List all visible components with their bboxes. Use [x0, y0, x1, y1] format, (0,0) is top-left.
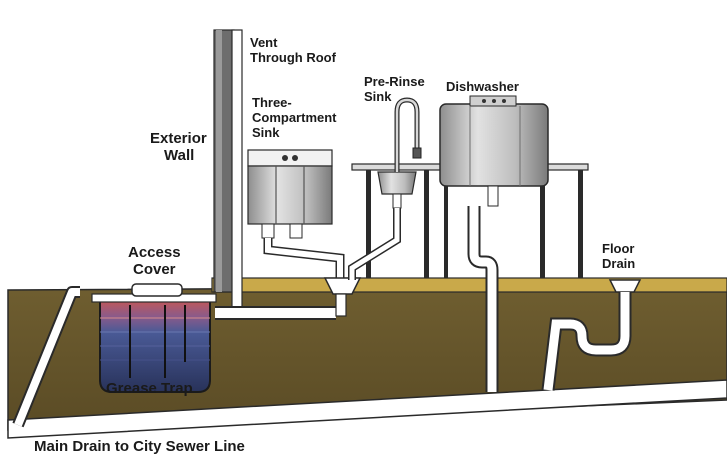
pre-rinse-sink-label: Pre-Rinse Sink	[364, 74, 425, 104]
exterior-wall	[213, 29, 235, 293]
grease-trap	[91, 293, 217, 393]
three-compartment-sink	[247, 149, 345, 280]
floor-drain-label: Floor Drain	[602, 241, 636, 271]
pre-rinse-sink	[348, 97, 422, 280]
dishwasher-label: Dishwasher	[446, 79, 519, 94]
floor-drain	[541, 279, 642, 391]
exterior-wall-label: Exterior Wall	[150, 130, 207, 165]
grease-trap-label: Grease Trap	[106, 380, 193, 397]
vent-pipe	[231, 29, 243, 313]
access-cover	[131, 283, 183, 297]
vent-label: Vent Through Roof	[250, 35, 336, 65]
dishwasher	[439, 95, 549, 278]
floor-slab	[211, 277, 727, 293]
three-compartment-sink-label: Three- Compartment Sink	[252, 95, 337, 140]
access-cover-label: Access Cover	[128, 244, 181, 279]
main-drain-pipe	[7, 379, 727, 439]
main-drain-label: Main Drain to City Sewer Line	[34, 438, 245, 455]
